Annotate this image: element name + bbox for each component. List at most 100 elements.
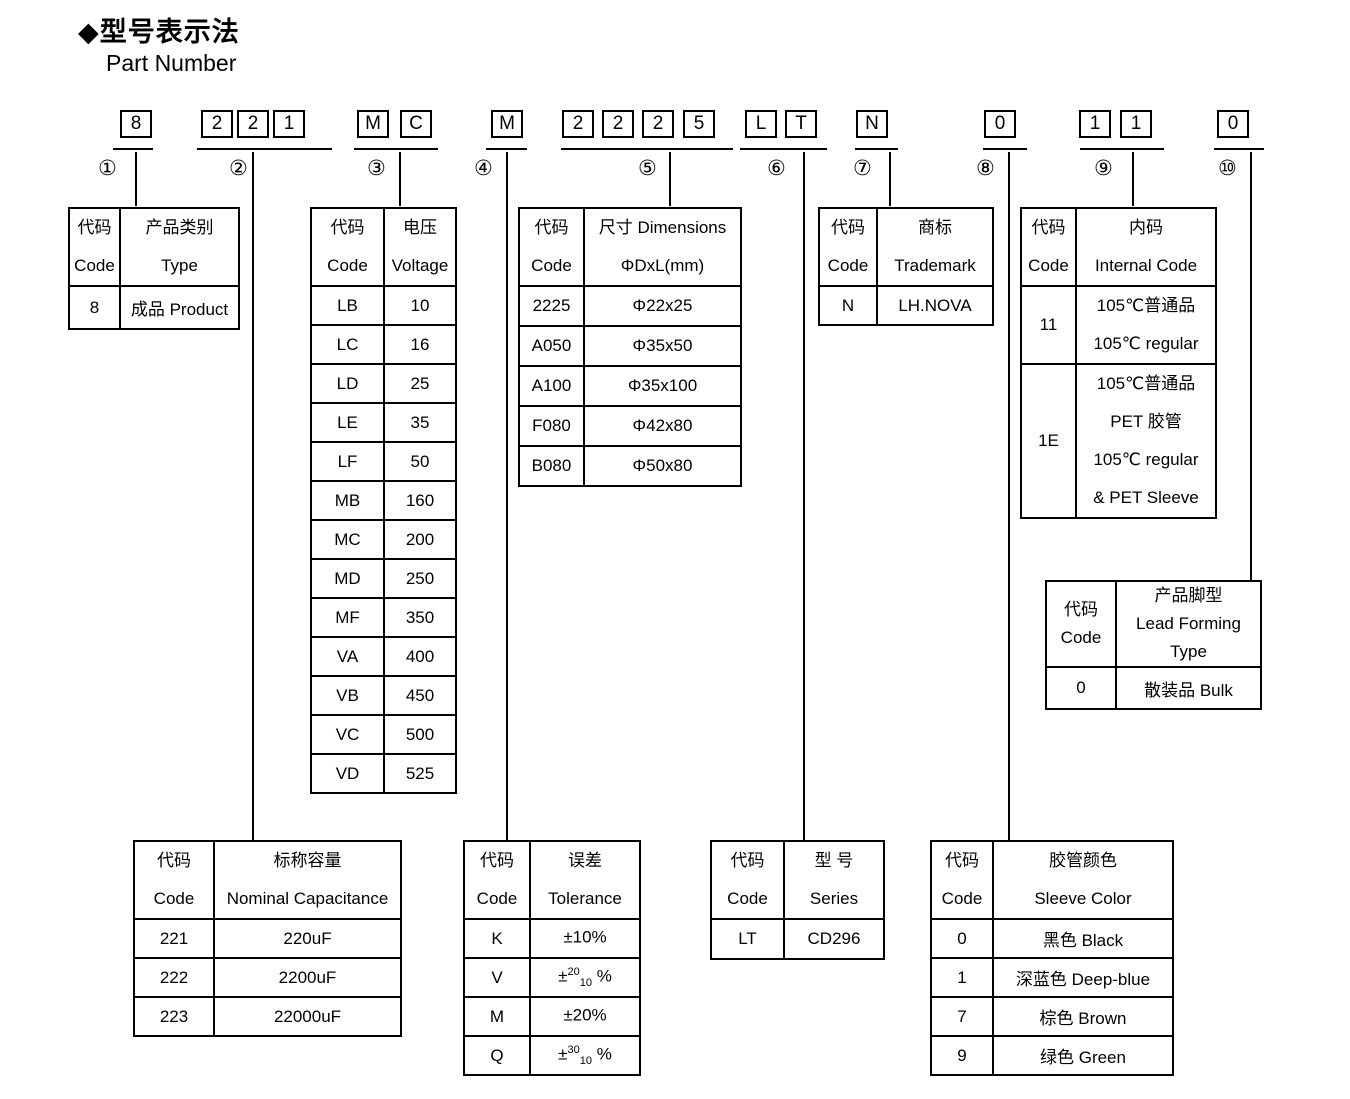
page-title: ◆型号表示法 [78, 17, 240, 47]
value-cell: Φ50x80 [583, 445, 742, 487]
code-cell: 1 [930, 957, 994, 998]
value-cell: Φ22x25 [583, 285, 742, 327]
code-cell: VA [310, 636, 385, 677]
connector-line [399, 152, 401, 206]
segment-number: ① [98, 157, 117, 180]
value-cell: 350 [383, 597, 457, 638]
table-row: LT CD296 [710, 918, 885, 960]
value-cell: 250 [383, 558, 457, 599]
value-cell: 35 [383, 402, 457, 443]
code-cell: A100 [518, 365, 585, 407]
code-cell: 8 [68, 285, 121, 330]
part-code-box: C [400, 110, 432, 138]
code-cell: MF [310, 597, 385, 638]
code-cell: 2225 [518, 285, 585, 327]
part-code-box: 1 [1120, 110, 1152, 138]
connector-line [803, 152, 805, 840]
value-cell: 2200uF [213, 957, 402, 998]
value-cell: 450 [383, 675, 457, 716]
value-cell: 22000uF [213, 996, 402, 1037]
connector-line [1008, 152, 1010, 840]
part-code-box: L [745, 110, 777, 138]
value-cell: 50 [383, 441, 457, 482]
code-cell: M [463, 996, 531, 1037]
value-cell: ±10% [529, 918, 641, 959]
segment-number: ⑥ [767, 157, 786, 180]
code-cell: 0 [930, 918, 994, 959]
code-cell: F080 [518, 405, 585, 447]
code-cell: VB [310, 675, 385, 716]
code-cell: V [463, 957, 531, 998]
connector-line [1250, 152, 1252, 580]
table-row: M ±20% [463, 996, 641, 1037]
value-cell: 400 [383, 636, 457, 677]
connector-line [252, 152, 254, 840]
group-underline [983, 148, 1027, 150]
group-underline [740, 148, 827, 150]
value-cell: 200 [383, 519, 457, 560]
group-underline [1214, 148, 1264, 150]
code-cell: 0 [1045, 666, 1117, 710]
code-cell: 9 [930, 1035, 994, 1076]
value-cell: 棕色 Brown [992, 996, 1174, 1037]
code-cell: VD [310, 753, 385, 794]
code-cell: MD [310, 558, 385, 599]
part-code-box: 1 [1079, 110, 1111, 138]
part-code-box: N [856, 110, 888, 138]
value-cell: ±20% [529, 996, 641, 1037]
code-cell: A050 [518, 325, 585, 367]
code-cell: LC [310, 324, 385, 365]
code-cell: Q [463, 1035, 531, 1076]
table-row: V ±2010 % [463, 957, 641, 998]
code-cell: 222 [133, 957, 215, 998]
code-cell: LE [310, 402, 385, 443]
group-underline [561, 148, 733, 150]
value-cell: 525 [383, 753, 457, 794]
group-underline [1080, 148, 1164, 150]
segment-number: ⑨ [1094, 157, 1113, 180]
group-underline [113, 148, 153, 150]
code-cell: LD [310, 363, 385, 404]
segment-number: ⑧ [976, 157, 995, 180]
segment-number: ⑦ [853, 157, 872, 180]
table-row: 0 散装品 Bulk [1045, 666, 1262, 710]
value-cell: 25 [383, 363, 457, 404]
value-cell: 黑色 Black [992, 918, 1174, 959]
